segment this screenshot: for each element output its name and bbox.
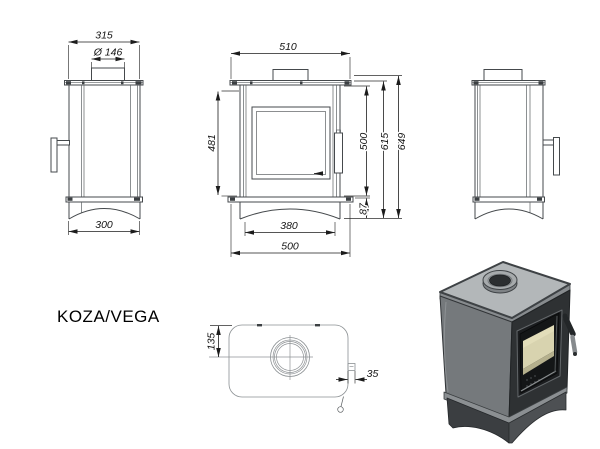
- dim-firebox-height: 500: [358, 133, 370, 151]
- product-title: KOZA/VEGA: [57, 307, 160, 326]
- base-plate-side: [65, 196, 143, 203]
- base-plate-right: [472, 196, 545, 203]
- base-arch-front: [239, 208, 341, 220]
- flue-collar-right: [483, 69, 523, 81]
- top-plate-plan: [228, 324, 349, 398]
- stove-3d-handle: [563, 316, 576, 337]
- dim-body-height: 615: [379, 133, 391, 151]
- dim-top-depth: 315: [95, 30, 113, 42]
- stove-body-side: [68, 84, 141, 198]
- stove-body-right: [474, 84, 544, 198]
- side-view-left: 315 Ø 146 300: [50, 28, 144, 235]
- door-glass-outer: [251, 106, 331, 180]
- dim-total-width: 500: [281, 241, 299, 253]
- side-view-right: [471, 69, 560, 220]
- dim-base-height: 87: [358, 202, 370, 215]
- dim-air-inlet: 35: [367, 368, 379, 380]
- base-plate-front: [227, 196, 354, 203]
- flue-collar-side: [91, 67, 125, 81]
- door-glass-inner: [256, 111, 326, 175]
- front-view: 510 481 500 615 649: [205, 40, 410, 257]
- base-arch-side: [68, 208, 141, 220]
- door-handle-front: [334, 132, 343, 174]
- stove-body-front: [239, 84, 341, 198]
- damper-knob-plan: [337, 406, 344, 413]
- base-arch-right: [474, 208, 544, 220]
- dim-door-height: 481: [206, 134, 218, 152]
- flue-collar-front: [272, 69, 309, 81]
- dim-base-depth: 300: [95, 219, 113, 231]
- air-inlet-plan: [347, 363, 356, 371]
- dim-top-width: 510: [279, 41, 297, 53]
- dim-door-width: 380: [280, 220, 298, 232]
- stove-3d-firebrick: [523, 325, 554, 349]
- dim-flue-offset: 135: [206, 333, 218, 351]
- dim-total-height: 649: [396, 133, 408, 151]
- door-handle-side: [50, 137, 58, 173]
- top-view: 135 35: [204, 324, 380, 413]
- stove-3d-render: [439, 261, 578, 444]
- dim-flue-diameter: Ø 146: [93, 47, 123, 59]
- stove-3d-base-front: [508, 391, 567, 444]
